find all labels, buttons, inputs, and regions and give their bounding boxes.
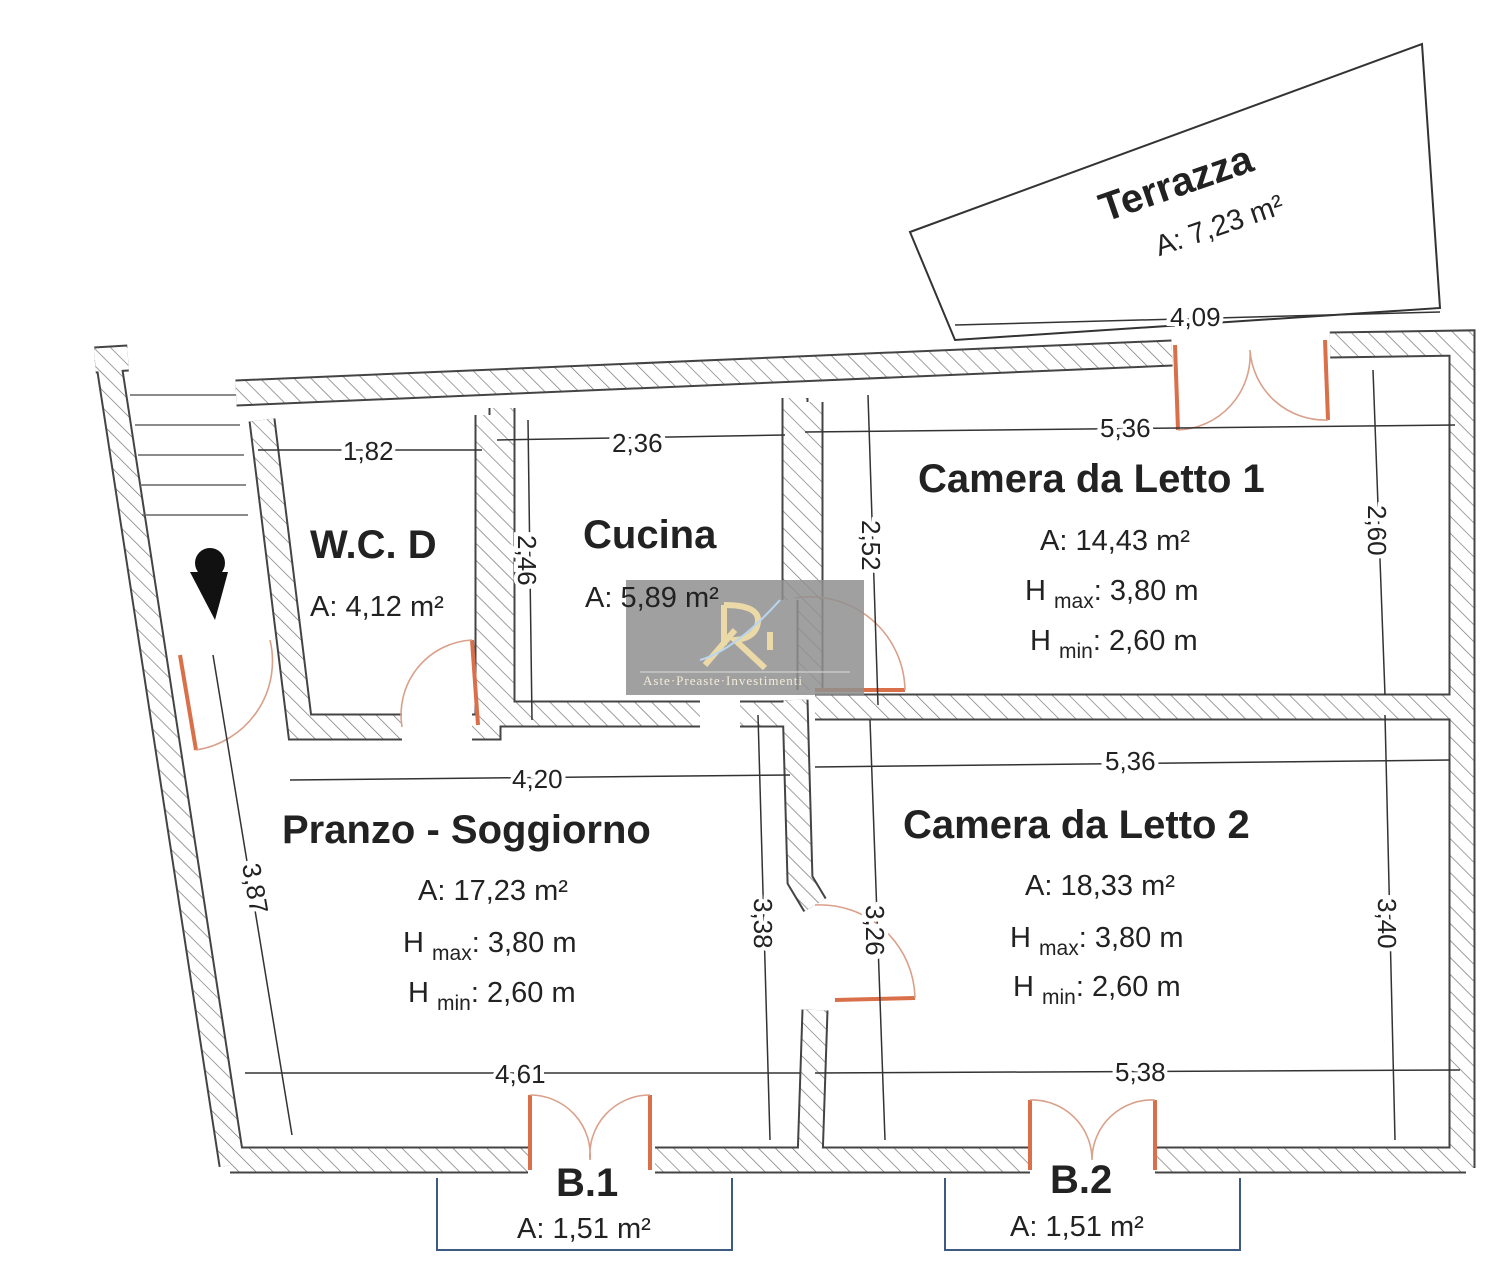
dim-letto2-width-bottom: 5,38	[1115, 1057, 1166, 1087]
cucina-name: Cucina	[583, 513, 717, 557]
dim-pranzo-height-left: 3,87	[236, 861, 274, 916]
dim-terrazza-width: 4,09	[1170, 302, 1221, 332]
letto2-area: A: 18,33 m²	[1025, 870, 1175, 902]
dimension-lines	[212, 311, 1461, 1141]
entrance-icon	[190, 548, 228, 620]
dim-pranzo-width-top: 4,20	[512, 764, 563, 794]
dim-letto2-height-right: 3,40	[1372, 898, 1402, 949]
b2-name: B.2	[1050, 1158, 1112, 1202]
dimension-labels: 4,09 1,82 2,36 2,46 5,36 2,52 2,60 4,20 …	[232, 298, 1406, 1093]
letto2-hmin: H min: 2,60 m	[1013, 971, 1181, 1009]
letto1-name: Camera da Letto 1	[918, 457, 1265, 501]
dim-letto1-height-left: 2,52	[856, 520, 886, 571]
dim-pranzo-height-right: 3,38	[748, 898, 778, 949]
dim-letto2-height-left: 3,26	[860, 905, 890, 956]
letto1-hmax: H max: 3,80 m	[1025, 575, 1198, 613]
dim-cucina-height: 2,46	[512, 535, 542, 586]
watermark-text: Aste·Preaste·Investimenti	[643, 673, 803, 688]
dim-letto1-width: 5,36	[1100, 413, 1151, 443]
dim-letto2-width-top: 5,36	[1105, 746, 1156, 776]
dim-wc-width: 1,82	[343, 436, 394, 466]
stairs	[130, 394, 248, 516]
watermark: Aste·Preaste·Investimenti	[626, 580, 864, 695]
b1-name: B.1	[556, 1161, 618, 1205]
letto2-name: Camera da Letto 2	[903, 803, 1250, 847]
pranzo-hmax: H max: 3,80 m	[403, 927, 576, 965]
cucina-area: A: 5,89 m²	[585, 582, 719, 614]
wc-area: A: 4,12 m²	[310, 591, 444, 623]
b2-area: A: 1,51 m²	[1010, 1211, 1144, 1243]
letto1-hmin: H min: 2,60 m	[1030, 625, 1198, 663]
terrazza-outline	[908, 42, 1442, 342]
pranzo-hmin: H min: 2,60 m	[408, 977, 576, 1015]
letto1-area: A: 14,43 m²	[1040, 525, 1190, 557]
balcony-b1-outline	[436, 1178, 733, 1251]
wc-name: W.C. D	[310, 523, 437, 567]
letto2-hmax: H max: 3,80 m	[1010, 922, 1183, 960]
pranzo-name: Pranzo - Soggiorno	[282, 808, 651, 852]
pranzo-area: A: 17,23 m²	[418, 875, 568, 907]
dim-pranzo-width-bottom: 4,61	[495, 1059, 546, 1089]
dim-letto1-height-right: 2,60	[1362, 505, 1392, 556]
balcony-b2-outline	[944, 1178, 1241, 1251]
dim-cucina-width: 2,36	[612, 428, 663, 458]
walls	[94, 329, 1476, 1174]
b1-area: A: 1,51 m²	[517, 1213, 651, 1245]
